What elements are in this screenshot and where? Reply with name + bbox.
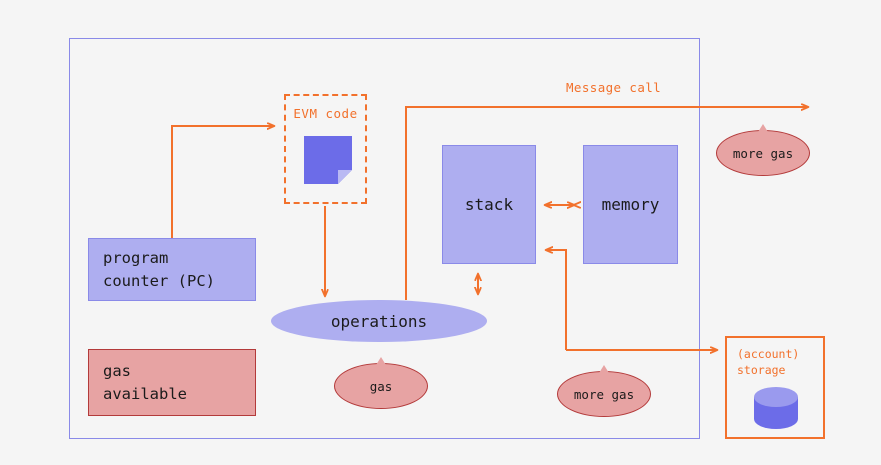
stack-label: stack bbox=[464, 194, 514, 214]
callout-tail bbox=[376, 356, 386, 365]
more-gas-top-label: more gas bbox=[732, 145, 794, 161]
gas-available-box: gas available bbox=[88, 349, 256, 416]
program-counter-label: program counter (PC) bbox=[103, 249, 215, 290]
operations-ellipse: operations bbox=[271, 300, 487, 342]
gas-callout: gas bbox=[334, 356, 428, 409]
document-icon bbox=[304, 136, 352, 184]
callout-tail bbox=[758, 123, 768, 132]
callout-tail bbox=[599, 364, 609, 373]
more-gas-callout-bottom: more gas bbox=[557, 364, 651, 417]
gas-available-label: gas available bbox=[103, 362, 187, 403]
database-icon bbox=[754, 387, 798, 429]
more-gas-callout-top: more gas bbox=[716, 123, 810, 176]
evm-code-group: EVM code bbox=[284, 94, 367, 204]
account-storage-group: (account) storage bbox=[725, 336, 825, 439]
memory-label: memory bbox=[601, 194, 660, 214]
message-call-label: Message call bbox=[566, 80, 662, 95]
memory-box: memory bbox=[583, 145, 678, 264]
account-storage-label: (account) storage bbox=[737, 347, 800, 377]
evm-code-label: EVM code bbox=[293, 106, 358, 121]
stack-box: stack bbox=[442, 145, 536, 264]
more-gas-bottom-label: more gas bbox=[573, 386, 635, 402]
program-counter-box: program counter (PC) bbox=[88, 238, 256, 301]
gas-label: gas bbox=[369, 378, 393, 394]
operations-label: operations bbox=[330, 311, 428, 331]
